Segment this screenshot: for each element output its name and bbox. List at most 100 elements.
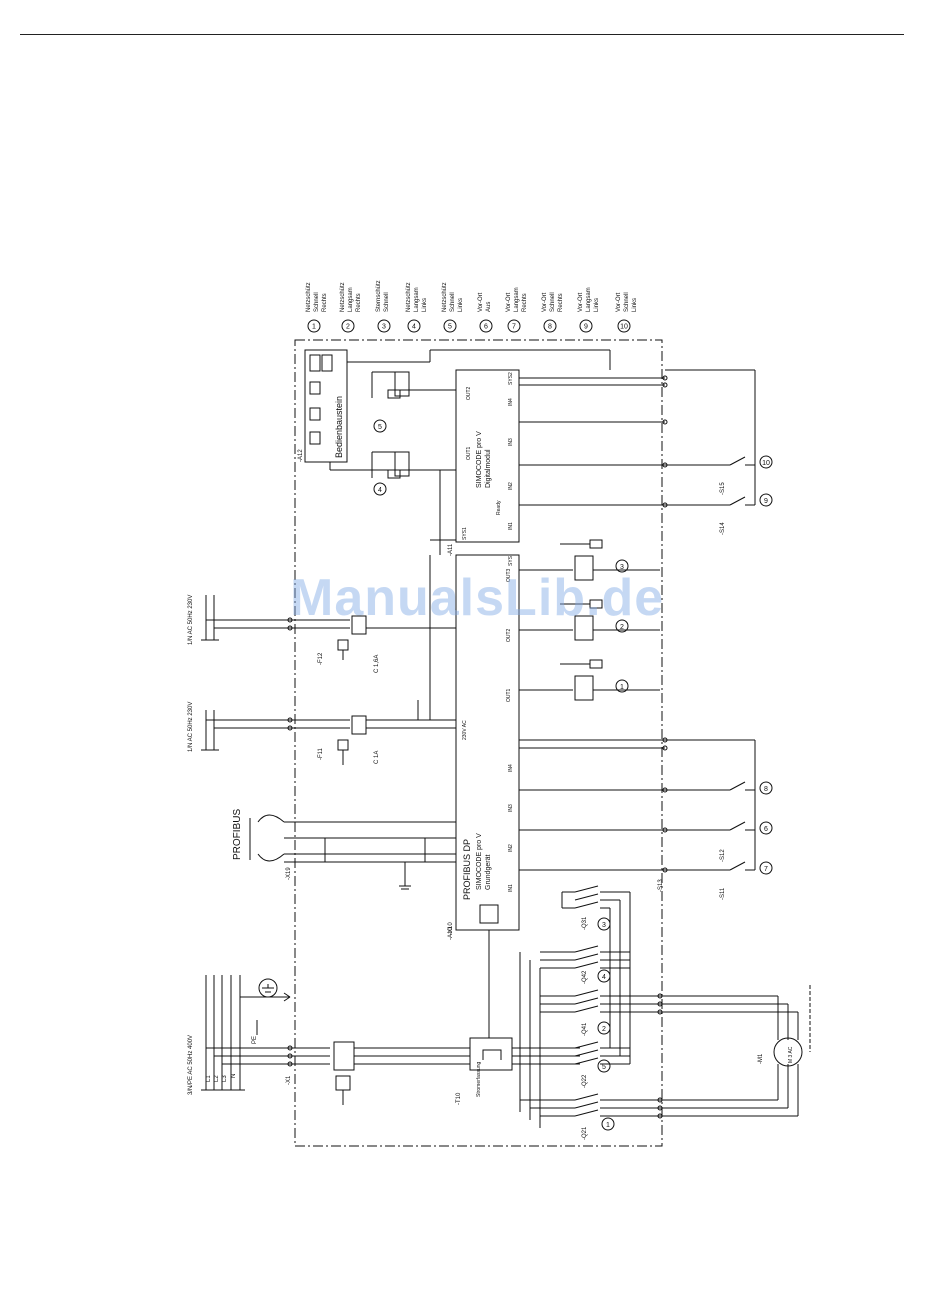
dm-in3: IN3 <box>508 438 514 446</box>
legend-num-circle <box>341 319 355 333</box>
svg-text:1: 1 <box>620 684 624 691</box>
legend-num-circle <box>479 319 493 333</box>
basic-sys: SYS <box>508 555 514 566</box>
legend-num-circle <box>443 319 457 333</box>
basic-in3: IN3 <box>508 804 514 812</box>
s12-label: -S12 <box>720 849 726 862</box>
legend-text: Schnell <box>314 292 320 312</box>
dm-out2: OUT2 <box>466 386 472 400</box>
svg-text:8: 8 <box>764 786 768 793</box>
legend-text: Schnell <box>624 292 630 312</box>
legend-text: Langsam <box>348 287 354 312</box>
c16a-label: C 1,6A <box>374 655 380 673</box>
s15-label: -S15 <box>720 482 726 495</box>
legend-num-circle <box>579 319 593 333</box>
top-rule <box>20 34 904 35</box>
svg-text:6: 6 <box>764 826 768 833</box>
legend-text: Schnell <box>450 292 456 312</box>
legend-text: Rechts <box>356 293 362 312</box>
l3-label: L3 <box>222 1075 228 1082</box>
motor-symbol <box>773 1037 803 1067</box>
l2-label: L2 <box>214 1075 220 1082</box>
x1-label: -X1 <box>286 1075 292 1085</box>
legend-text: Langsam <box>586 287 592 312</box>
legend-number: 8 <box>548 324 552 331</box>
legend-number: 5 <box>448 324 452 331</box>
legend-number: 2 <box>346 324 350 331</box>
a10-label: -A10 <box>448 927 454 940</box>
legend-text: Vor-Ort <box>478 292 484 312</box>
svg-text:10: 10 <box>762 460 770 467</box>
operator-panel-box <box>304 349 348 463</box>
svg-text:1: 1 <box>606 1122 610 1129</box>
legend-text: Links <box>422 298 428 312</box>
legend-num-circle <box>377 319 391 333</box>
m1-label: -M1 <box>758 1053 764 1064</box>
legend-text: Rechts <box>558 293 564 312</box>
dm-sys2: SYS2 <box>508 372 514 385</box>
svg-text:4: 4 <box>602 974 606 981</box>
basic-unit-title1: PROFIBUS DP <box>462 839 472 900</box>
legend-num-circle <box>543 319 557 333</box>
basic-unit-title2: SIMOCODE pro V <box>476 833 483 890</box>
legend-text: Vor-Ort <box>542 292 548 312</box>
legend-num-circle <box>407 319 421 333</box>
basic-out2: OUT2 <box>506 628 512 642</box>
legend-number: 6 <box>484 324 488 331</box>
legend-num-circle <box>507 319 521 333</box>
basic-in4: IN4 <box>508 764 514 772</box>
legend-num-circle <box>617 319 631 333</box>
legend-text: Netzschütz <box>340 282 346 312</box>
x19-label: -X19 <box>286 867 292 880</box>
a11-label: -A11 <box>448 543 454 556</box>
ctrl2-supply-label: 1/N AC 50Hz 230V <box>188 595 194 645</box>
dm-title1: SIMOCODE pro V <box>476 431 483 488</box>
f11-label: -F11 <box>318 747 324 760</box>
legend-number: 1 <box>312 324 316 331</box>
basic-unit-box <box>455 554 520 931</box>
basic-in1: IN1 <box>508 884 514 892</box>
t10-label: -T10 <box>456 1092 462 1105</box>
q41-label: -Q41 <box>582 1022 588 1036</box>
s13-label: -S13 <box>658 879 664 892</box>
svg-text:5: 5 <box>378 424 382 431</box>
motor-label: M 3 AC <box>788 1046 794 1063</box>
legend-text: Rechts <box>522 293 528 312</box>
x10-label: -X10 <box>448 922 454 935</box>
legend-text: Langsam <box>514 287 520 312</box>
legend-text: Netzschütz <box>406 282 412 312</box>
l1-label: L1 <box>206 1075 212 1082</box>
legend-text: Vor-Ort <box>616 292 622 312</box>
svg-text:2: 2 <box>602 1026 606 1033</box>
s11-label: -S11 <box>720 887 726 900</box>
legend-text: Netzschütz <box>306 282 312 312</box>
c1a-label: C 1A <box>374 751 380 764</box>
legend-text: Sternschütz <box>376 280 382 312</box>
current-sensor-label: Stromerfassung <box>476 1061 482 1097</box>
basic-in2: IN2 <box>508 844 514 852</box>
device-boundary <box>294 339 663 1147</box>
svg-text:5: 5 <box>602 1064 606 1071</box>
legend-text: Links <box>594 298 600 312</box>
legend-text: Schnell <box>384 292 390 312</box>
dm-ready: Ready <box>496 500 502 515</box>
dm-in1: IN1 <box>508 522 514 530</box>
legend-text: Langsam <box>414 287 420 312</box>
legend-num-circle <box>307 319 321 333</box>
q22-label: -Q22 <box>582 1074 588 1088</box>
q31-label: -Q31 <box>582 916 588 930</box>
dm-sys1: SYS1 <box>462 527 468 540</box>
basic-unit-ac: 230V AC <box>462 720 468 740</box>
profibus-label: PROFIBUS <box>232 809 243 860</box>
legend-text: Links <box>458 298 464 312</box>
operator-panel-title: Bedienbaustein <box>334 396 344 458</box>
legend-number: 7 <box>512 324 516 331</box>
dm-in2: IN2 <box>508 482 514 490</box>
dm-in4: IN4 <box>508 398 514 406</box>
legend-text: Schnell <box>550 292 556 312</box>
legend-number: 10 <box>620 324 628 331</box>
a12-label: -A12 <box>298 449 304 462</box>
main-supply-label: 3/N/PE AC 50Hz 400V <box>188 1035 194 1095</box>
